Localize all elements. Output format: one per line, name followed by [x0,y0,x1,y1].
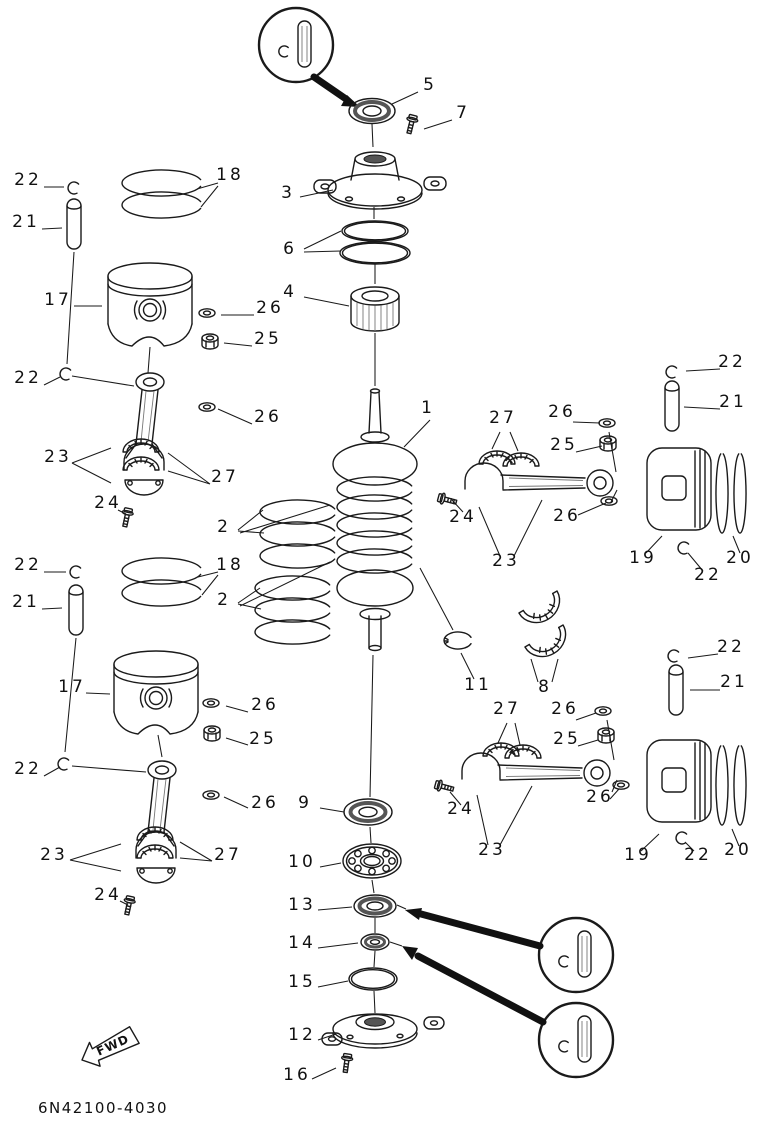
callout-25: 25 [249,729,277,749]
seal-housing-3 [313,151,447,210]
callout-26: 26 [553,506,581,526]
callout-5: 5 [423,75,437,95]
callout-27: 27 [493,699,521,719]
callout-27: 27 [214,845,242,865]
detail-arrow [310,73,350,103]
callout-18: 18 [216,555,244,575]
callout-22: 22 [14,170,42,190]
ball-bearing-10 [342,843,402,879]
callout-21: 21 [12,592,40,612]
callout-3: 3 [281,183,295,203]
callout-25: 25 [550,435,578,455]
callout-2: 2 [217,590,231,610]
callout-26: 26 [548,402,576,422]
callout-17: 17 [58,677,86,697]
callout-24: 24 [449,507,477,527]
callout-7: 7 [456,103,470,123]
seal-14 [360,933,390,951]
callout-14: 14 [288,933,316,953]
callout-2: 2 [217,517,231,537]
callout-23: 23 [44,447,72,467]
o-rings-6 [339,220,411,265]
callout-19: 19 [629,548,657,568]
callout-21: 21 [12,212,40,232]
callout-13: 13 [288,895,316,915]
bearing-4 [350,286,400,332]
callout-22: 22 [717,637,745,657]
callout-24: 24 [94,493,122,513]
detail-arrow-head [402,946,418,960]
callout-6: 6 [283,239,297,259]
callout-23: 23 [40,845,68,865]
diagram-code: 6N42100-4030 [38,1099,168,1117]
callout-22: 22 [14,555,42,575]
oil-seal-9 [343,798,393,826]
callout-10: 10 [288,852,316,872]
callout-9: 9 [298,793,312,813]
callout-16: 16 [283,1065,311,1085]
callout-21: 21 [720,672,748,692]
callout-15: 15 [288,972,316,992]
callout-26: 26 [256,298,284,318]
ring-set-2-upper [259,499,336,569]
assembly-lines [64,123,618,1014]
detail-arrow [414,952,547,1026]
callout-26: 26 [551,699,579,719]
callout-27: 27 [211,467,239,487]
detail-arrow-head [341,95,360,107]
callout-19: 19 [624,845,652,865]
callout-26: 26 [251,695,279,715]
oil-seal-5 [348,97,396,125]
oil-seal-13 [353,894,397,918]
callout-20: 20 [724,840,752,860]
callout-17: 17 [44,290,72,310]
callout-23: 23 [478,840,506,860]
callout-18: 18 [216,165,244,185]
o-ring-15 [348,967,398,991]
callout-24: 24 [94,885,122,905]
callout-25: 25 [553,729,581,749]
crankshaft-1 [332,388,418,652]
callout-23: 23 [492,551,520,571]
callout-22: 22 [684,845,712,865]
callout-26: 26 [254,407,282,427]
callout-21: 21 [719,392,747,412]
detail-arrow-head [405,908,422,920]
callout-22: 22 [14,759,42,779]
callout-8: 8 [538,677,552,697]
callout-4: 4 [283,282,297,302]
callout-22: 22 [694,565,722,585]
callout-11: 11 [464,675,492,695]
leader-lines [41,91,741,1080]
ring-set-2-lower [254,575,331,645]
seal-housing-12 [321,1013,445,1049]
callout-26: 26 [251,793,279,813]
callout-22: 22 [14,368,42,388]
callout-20: 20 [726,548,754,568]
callout-1: 1 [421,398,435,418]
callout-12: 12 [288,1025,316,1045]
callout-24: 24 [447,799,475,819]
callout-27: 27 [489,408,517,428]
callout-22: 22 [718,352,746,372]
detail-arrow [417,910,544,950]
callout-25: 25 [254,329,282,349]
callout-26: 26 [586,787,614,807]
